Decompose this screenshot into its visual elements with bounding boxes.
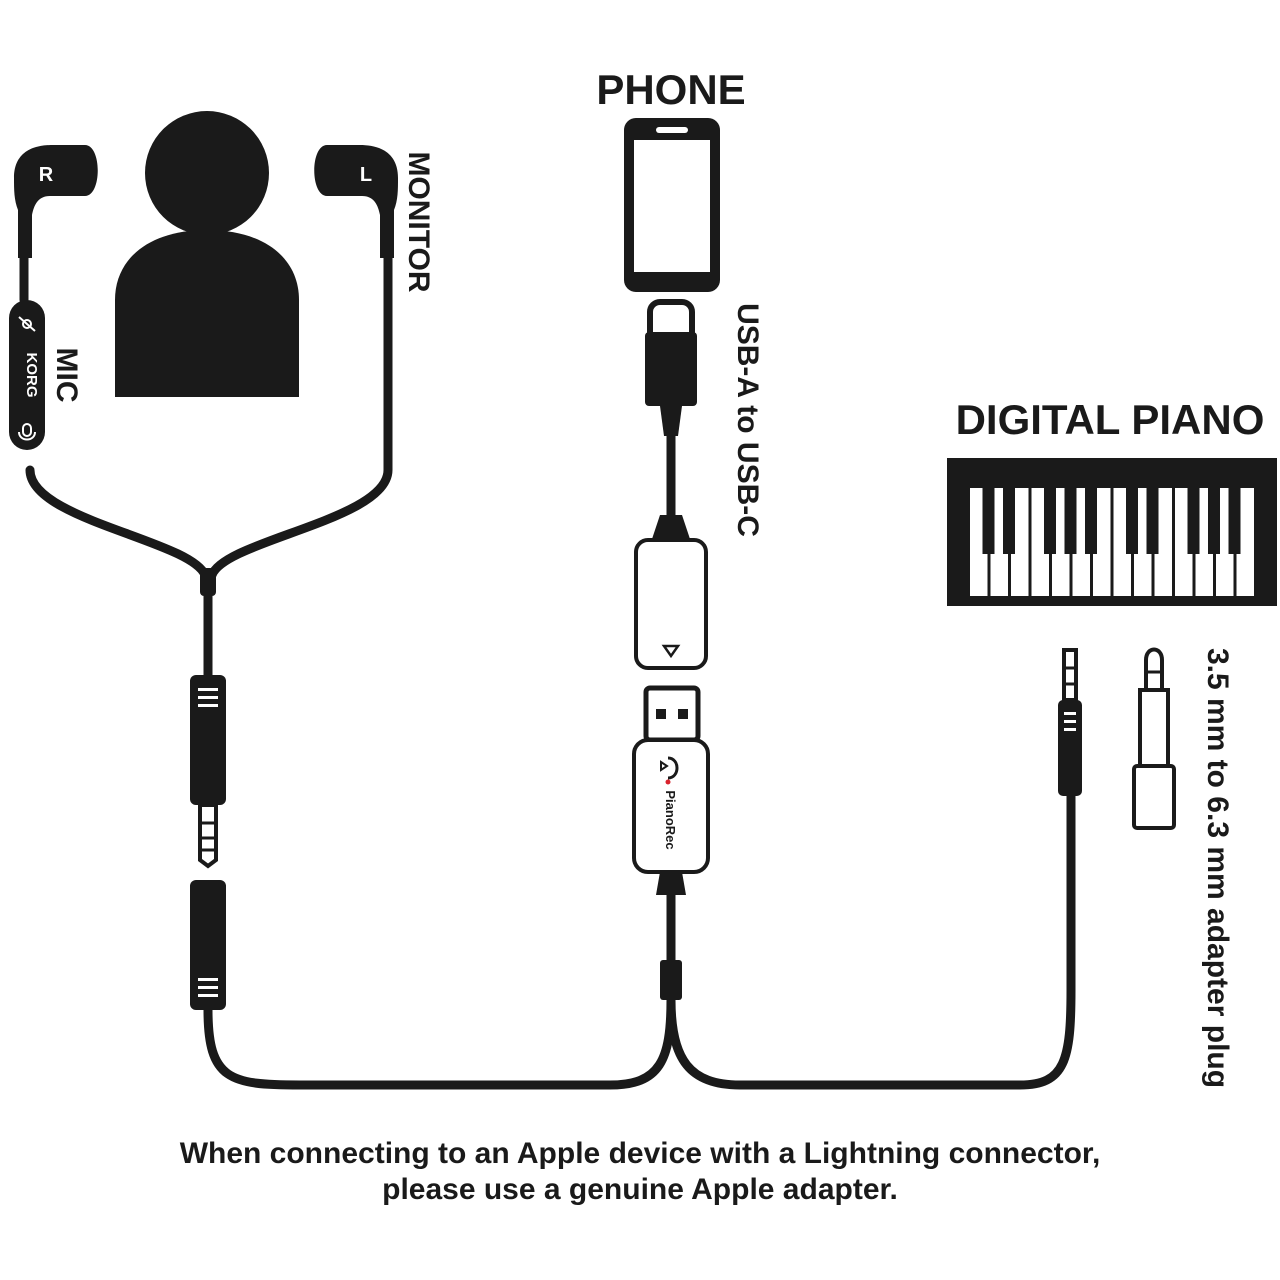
adapter-plug-icon (1132, 647, 1176, 830)
cable-mic-to-splitter (25, 465, 210, 580)
pianorec-logo-icon (660, 756, 679, 785)
mic-icon (18, 423, 36, 441)
piano-black-key (1003, 488, 1015, 554)
earbud-right-label: R (39, 164, 54, 186)
piano-black-key (982, 488, 995, 554)
mic-mute-icon (18, 316, 36, 332)
cable-piano (666, 785, 1076, 1090)
usb-adapter-icon (634, 515, 708, 670)
usb-c-plug-icon (645, 299, 697, 436)
piano-white-key (1093, 488, 1111, 596)
footer-line-2: please use a genuine Apple adapter. (382, 1173, 898, 1206)
usb-cable-label: USB-A to USB-C (731, 303, 764, 537)
female-jack-icon (190, 880, 226, 1010)
mini-jack-plug-icon (1058, 648, 1082, 796)
earbud-left-label: L (360, 164, 372, 186)
footer-line-1: When connecting to an Apple device with … (179, 1137, 1101, 1170)
monitor-label: MONITOR (402, 151, 435, 292)
earbud-right-icon: R (14, 145, 98, 258)
pianorec-device-icon: PianoRec (632, 685, 710, 1000)
piano-black-key (1146, 488, 1159, 554)
piano-black-key (1228, 488, 1241, 554)
piano-white-key (1236, 488, 1254, 596)
adapter-label: 3.5 mm to 6.3 mm adapter plug (1201, 648, 1234, 1088)
trrs-plug-icon (190, 675, 226, 869)
piano-black-key (1085, 488, 1097, 554)
person-icon (115, 111, 299, 397)
piano-white-key (1154, 488, 1172, 596)
piano-white-key (1011, 488, 1029, 596)
digital-piano-label: DIGITAL PIANO (956, 396, 1265, 443)
piano-black-key (1044, 488, 1056, 554)
footer-note: When connecting to an Apple device with … (0, 1136, 1280, 1208)
digital-piano-icon (947, 458, 1277, 606)
phone-label: PHONE (596, 66, 745, 113)
y-splitter (200, 568, 216, 596)
piano-black-key (1208, 488, 1220, 554)
mic-label: MIC (50, 348, 83, 403)
piano-black-keys (982, 488, 1241, 554)
pianorec-brand-label: PianoRec (663, 790, 678, 849)
piano-black-key (1187, 488, 1200, 554)
korg-logo-label: KORG (23, 353, 40, 398)
piano-black-key (1126, 488, 1138, 554)
piano-black-key (1064, 488, 1077, 554)
earbud-left-icon: L (314, 145, 398, 258)
cable-mic-jack (203, 995, 676, 1090)
cable-left-earbud (207, 250, 393, 580)
mic-remote: KORG (9, 300, 45, 450)
phone-icon (624, 118, 720, 292)
